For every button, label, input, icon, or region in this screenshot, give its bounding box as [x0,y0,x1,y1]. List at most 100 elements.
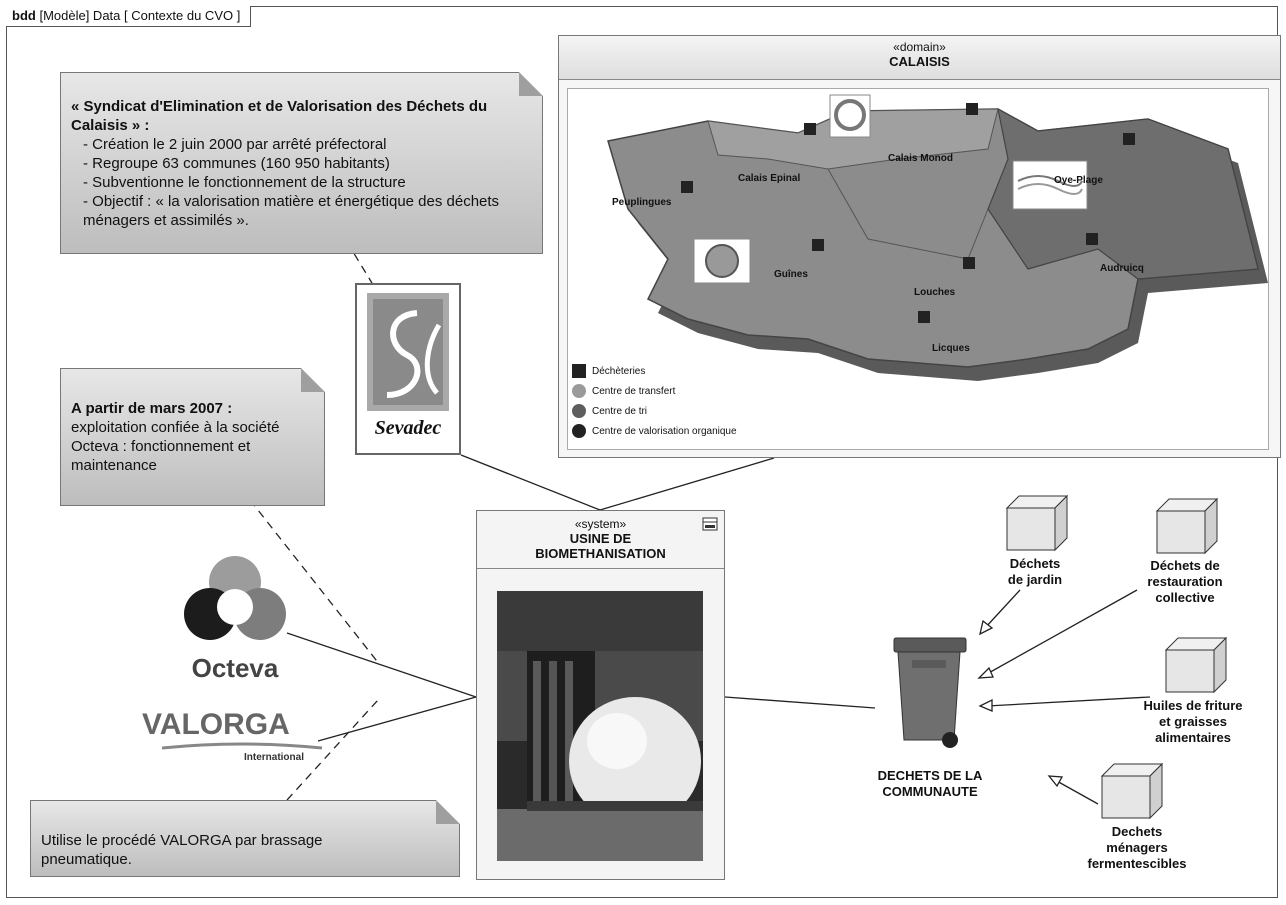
town-guines: Guînes [774,269,808,280]
octeva-wordmark: Octeva [191,653,279,683]
frame-header: bdd [Modèle] Data [ Contexte du CVO ] [6,6,252,27]
valorga-wordmark: VALORGA [142,708,290,741]
town-calais-epinal: Calais Epinal [738,173,801,184]
town-peuplingues: Peuplingues [612,197,672,208]
cube-icon [1100,762,1164,820]
bin-label-line1: DECHETS DE LA [877,768,983,783]
cube-label-line: alimentaires [1155,730,1231,745]
cube-label-line: ménagers [1106,840,1168,855]
anchor-valorga-line [286,699,379,801]
note-valorga-body: Utilise le procédé VALORGA par brassage … [41,832,323,868]
jardin-arrow [984,589,1021,629]
system-block-header: «system» USINE DE BIOMETHANISATION [477,511,724,569]
jardin-arrowhead [979,619,994,636]
domain-stereotype: «domain» [893,40,946,54]
bin-icon [893,637,967,748]
note-syndicat-title: « Syndicat d'Elimination et de Valorisat… [71,98,488,134]
sevadec-wordmark: Sevadec [374,417,442,439]
legend-label: Déchèteries [592,365,646,377]
calaisis-map-drawing [607,94,1268,381]
waste-bin [888,636,970,752]
note-syndicat-item-4: - Objectif : « la valorisation matière e… [83,193,500,229]
cube-label-line: de jardin [1007,572,1063,587]
cube-label-line: collective [1155,590,1215,605]
plant-photo [497,591,703,861]
system-name-line2: BIOMETHANISATION [535,546,666,561]
fermentescibles-arrow [1054,779,1099,805]
note-fold [436,800,460,824]
domain-name: CALAISIS [889,54,950,69]
octeva-emblem [184,556,286,640]
system-name-line1: USINE DE [569,531,632,546]
plant-photo-drawing [497,591,703,861]
town-calais-monod: Calais Monod [888,153,954,164]
decheterie-icon [572,364,586,378]
system-icon [702,517,718,531]
cube-icon [1005,494,1069,552]
restauration-arrow [984,589,1138,676]
note-syndicat-item-2: - Regroupe 63 communes (160 950 habitant… [83,155,390,172]
transfert-icon [572,384,586,398]
cube-label-line: Dechets [1111,824,1163,839]
system-block: «system» USINE DE BIOMETHANISATION [476,510,725,880]
valorga-link [317,696,477,742]
map-legend: Déchèteries Centre de transfert Centre d… [572,361,737,441]
bin-label-line2: COMMUNAUTE [882,784,978,799]
legend-valorisation: Centre de valorisation organique [572,421,737,441]
valorga-subtitle: International [243,752,304,763]
note-fold [301,368,325,392]
note-octeva: A partir de mars 2007 : exploitation con… [60,368,325,506]
cube-label-line: et graisses [1159,714,1227,729]
town-licques: Licques [932,343,970,354]
note-octeva-title: A partir de mars 2007 : [71,400,233,417]
valorisation-icon [572,424,586,438]
cube-label-line: Huiles de friture [1143,698,1243,713]
system-stereotype: «system» [574,517,627,531]
tri-icon [572,404,586,418]
cube-dechets-restauration [1155,497,1219,555]
calaisis-map: Calais Epinal Calais Monod Oye-Plage Peu… [567,88,1269,450]
huiles-arrowhead [978,698,993,712]
system-bin-link [724,696,876,709]
cube-label-fermentescibles: Dechets ménagers fermentescibles [1072,824,1202,872]
note-syndicat: « Syndicat d'Elimination et de Valorisat… [60,72,543,254]
town-audruicq: Audruicq [1100,263,1144,274]
cube-icon [1164,636,1228,694]
note-octeva-body: exploitation confiée à la société Octeva… [71,419,280,474]
town-oye-plage: Oye-Plage [1054,175,1103,186]
note-syndicat-item-1: - Création le 2 juin 2000 par arrêté pré… [83,136,387,153]
cube-label-huiles: Huiles de friture et graisses alimentair… [1128,698,1258,746]
legend-label: Centre de transfert [592,385,676,397]
bin-label: DECHETS DE LA COMMUNAUTE [850,768,1010,800]
fermentescibles-arrowhead [1047,775,1064,788]
cube-label-jardin: Déchets de jardin [975,556,1095,588]
octeva-link [286,632,477,698]
domain-block-header: «domain» CALAISIS [559,36,1280,80]
note-valorga: Utilise le procédé VALORGA par brassage … [30,800,460,877]
legend-label: Centre de tri [592,405,648,417]
frame-label: [Modèle] Data [ Contexte du CVO ] [39,8,241,23]
cube-huiles-friture [1164,636,1228,694]
frame-keyword: bdd [12,8,36,23]
cube-dechets-jardin [1005,494,1069,552]
cube-label-line: Déchets de [1150,558,1220,573]
cube-label-restauration: Déchets de restauration collective [1120,558,1250,606]
note-fold [519,72,543,96]
valorga-logo: VALORGA International [142,708,323,772]
note-syndicat-item-3: - Subventionne le fonctionnement de la s… [83,174,406,191]
octeva-logo: Octeva [180,552,290,683]
cube-label-line: Déchets [1009,556,1061,571]
huiles-arrow [986,696,1151,707]
sevadec-link [460,454,601,511]
town-louches: Louches [914,287,956,298]
legend-label: Centre de valorisation organique [592,425,737,437]
legend-tri: Centre de tri [572,401,737,421]
valorga-swoosh [162,742,323,750]
calaisis-link [599,457,775,511]
anchor-octeva-line [249,499,381,666]
domain-block-calaisis: «domain» CALAISIS [558,35,1281,458]
cube-icon [1155,497,1219,555]
cube-menagers-fermentescibles [1100,762,1164,820]
cube-label-line: fermentescibles [1087,856,1187,871]
